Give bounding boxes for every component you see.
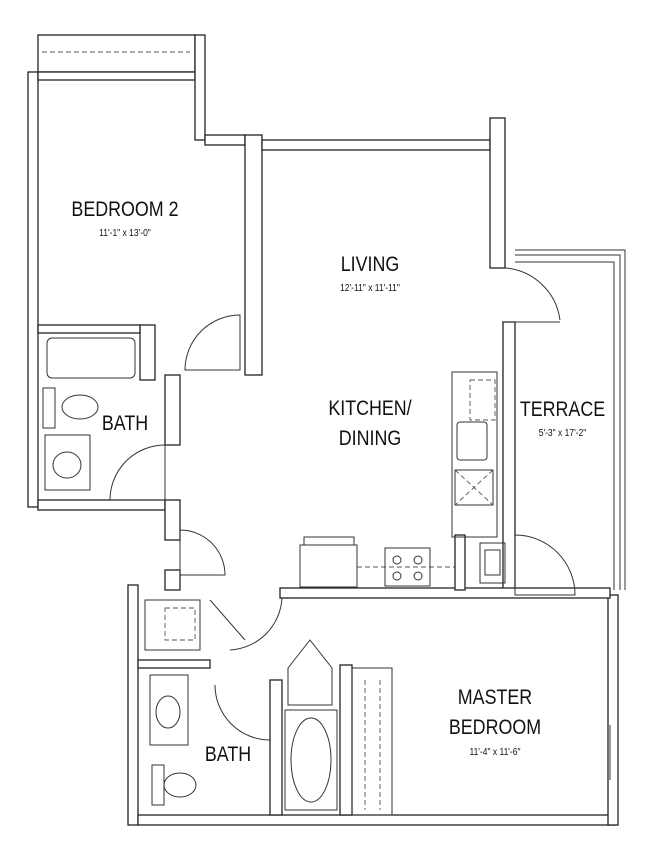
living-label: LIVING bbox=[340, 253, 400, 276]
kitchen-label-line2: DINING bbox=[338, 427, 402, 450]
terrace-outline bbox=[515, 249, 626, 780]
living-dims: 12'-11" x 11'-11" bbox=[340, 283, 400, 294]
bath2-label: BATH bbox=[204, 743, 252, 766]
terrace-label: TERRACE bbox=[519, 398, 606, 421]
bedroom2-label: BEDROOM 2 bbox=[71, 198, 179, 221]
master-label-line1: MASTER bbox=[457, 686, 533, 709]
bedroom2-dims: 11'-1" x 13'-0" bbox=[99, 228, 151, 239]
bath1-label: BATH bbox=[101, 412, 149, 435]
doors bbox=[109, 267, 576, 741]
fixtures bbox=[42, 337, 506, 816]
kitchen-label-line1: KITCHEN/ bbox=[328, 397, 412, 420]
bedroom2-balcony bbox=[37, 34, 196, 73]
master-dims: 11'-4" x 11'-6" bbox=[469, 747, 521, 758]
master-label-line2: BEDROOM bbox=[448, 716, 542, 739]
walls bbox=[27, 34, 619, 826]
terrace-dims: 5'-3" x 17'-2" bbox=[538, 428, 587, 439]
